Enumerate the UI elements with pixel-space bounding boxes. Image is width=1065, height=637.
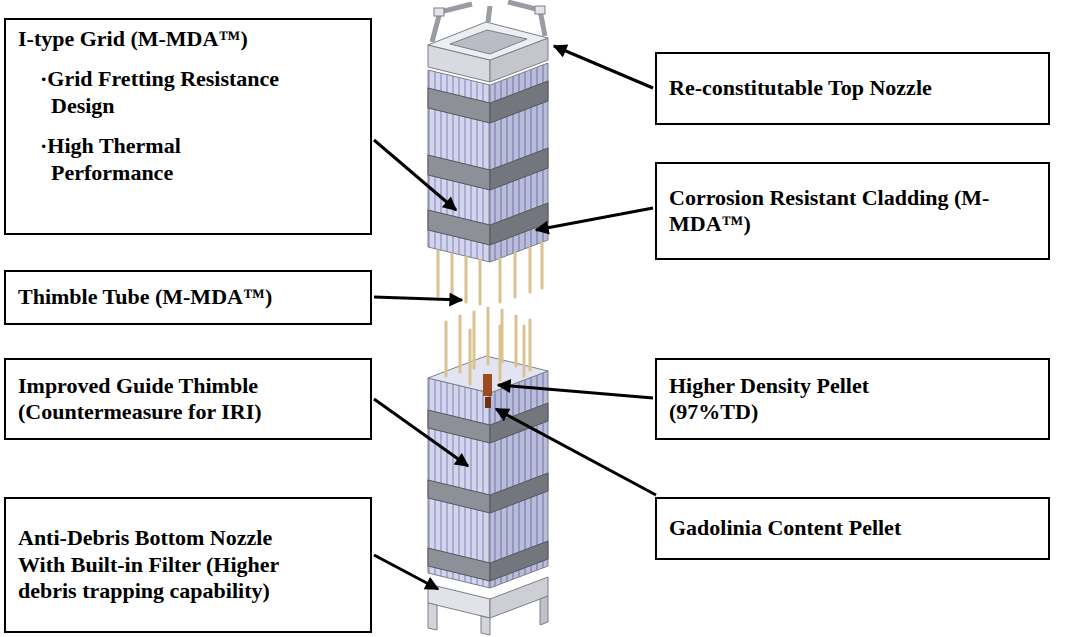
leader-arrow (498, 385, 653, 398)
rod-bundle-front (428, 70, 490, 262)
callout-heading: Thimble Tube (M-MDA™) (18, 284, 358, 310)
thimble-tubes-lower-ends (438, 243, 542, 304)
leader-arrow (374, 140, 456, 210)
top-nozzle (428, 2, 548, 82)
callout-heading: Gadolinia Content Pellet (669, 515, 1036, 541)
rod-bundle-front (428, 378, 490, 588)
callout-box: Gadolinia Content Pellet (655, 497, 1050, 560)
rod-bundle-side (490, 63, 548, 262)
callout-heading: Re-constitutable Top Nozzle (669, 75, 1036, 101)
leader-arrow (554, 46, 653, 88)
callout-heading: Higher Density Pellet (97%TD) (669, 373, 919, 426)
callout-box: Corrosion Resistant Cladding (M-MDA™) (655, 162, 1050, 260)
grid-bands (428, 403, 548, 581)
callout-box: Improved Guide Thimble (Countermeasure f… (4, 358, 372, 440)
callout-box: Anti-Debris Bottom Nozzle With Built-in … (4, 497, 372, 633)
callout-heading: Anti-Debris Bottom Nozzle With Built-in … (18, 525, 308, 604)
fuel-pellet-column (483, 374, 492, 396)
rod-bundle-side (490, 371, 548, 588)
bottom-nozzle (428, 577, 548, 635)
callout-heading: Improved Guide Thimble (Countermeasure f… (18, 373, 358, 426)
callout-bullet: ·High Thermal Performance (40, 133, 251, 186)
leader-arrows (374, 46, 656, 589)
callout-box: Thimble Tube (M-MDA™) (4, 270, 372, 325)
callout-heading: I-type Grid (M-MDA™) (18, 26, 358, 52)
gadolinia-pellet (485, 397, 491, 408)
leader-arrow (374, 555, 438, 589)
leader-arrow (374, 399, 468, 466)
callout-bullet: ·Grid Fretting Resistance Design (40, 66, 341, 119)
thimble-tubes-upper-ends (446, 308, 530, 384)
callout-box: Higher Density Pellet (97%TD) (655, 358, 1050, 440)
grid-bands (428, 81, 548, 245)
leader-arrow (374, 297, 462, 300)
callout-box: Re-constitutable Top Nozzle (655, 52, 1050, 125)
callout-heading: Corrosion Resistant Cladding (M-MDA™) (669, 185, 1036, 238)
callout-box: I-type Grid (M-MDA™) ·Grid Fretting Resis… (4, 18, 372, 235)
lower-assembly (428, 308, 548, 635)
upper-assembly (428, 2, 548, 304)
leader-arrow (496, 409, 656, 495)
leader-arrow (536, 208, 653, 230)
